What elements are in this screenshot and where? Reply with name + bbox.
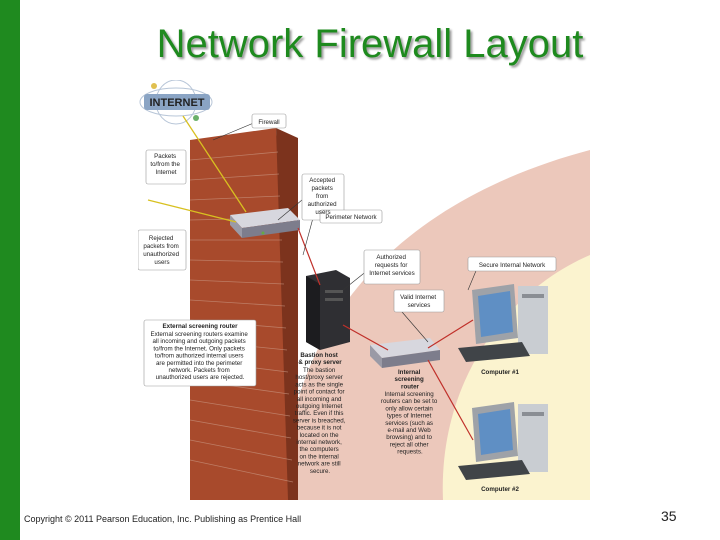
perimeter-callout (319, 209, 383, 224)
internal-router-title: Internal screening router (395, 369, 426, 390)
packets-callout (145, 149, 187, 185)
slide-title: Network Firewall Layout (156, 22, 584, 66)
computer-2-label: Computer #2 (481, 486, 519, 493)
left-accent-bar (0, 0, 20, 540)
external-router-title: External screening router (163, 323, 239, 330)
arrow-to-bastion (297, 227, 321, 286)
computer-1-icon (458, 284, 548, 362)
perimeter-network-label: Perimeter Network (325, 214, 377, 221)
internet-label: INTERNET (150, 97, 205, 109)
firewall-callout (251, 113, 287, 129)
external-router-callout (143, 319, 257, 387)
valid-callout (393, 289, 445, 313)
computer-1-label: Computer #1 (481, 369, 519, 376)
authorized-callout (363, 249, 421, 285)
secure-internal-label: Secure Internal Network (479, 262, 546, 269)
bastion-desc: The bastion host/proxy server acts as th… (293, 367, 347, 475)
brick-wall (189, 128, 298, 500)
leader-perimeter (302, 217, 314, 256)
authorized-label: Authorized requests for Internet service… (369, 254, 414, 277)
secure-callout (467, 256, 557, 272)
bastion-title: Bastion host & proxy server (298, 352, 342, 366)
arrow-internet-to-router (182, 115, 247, 213)
firewall-label: Firewall (258, 119, 279, 126)
accepted-label: Accepted packets from authorized users (308, 177, 339, 216)
page-number: 35 (661, 508, 677, 524)
copyright-footer: Copyright © 2011 Pearson Education, Inc.… (24, 514, 302, 524)
internal-router-desc: Internal screening routers can be set to… (381, 391, 439, 456)
arrow-router-to-pc2 (427, 359, 474, 441)
internal-router-icon (370, 338, 440, 368)
external-router-desc: External screening routers examine all i… (150, 331, 249, 381)
rejected-label: Rejected packets from unauthorized users (143, 235, 181, 266)
arrow-bastion-to-router (342, 324, 389, 351)
internet-globe-icon (139, 80, 213, 125)
packets-label: Packets to/from the Internet (150, 153, 181, 176)
arrow-router-to-pc1 (427, 319, 474, 349)
computer-2-icon (458, 402, 548, 480)
bastion-host-icon (306, 270, 350, 350)
arrow-router-rejected (147, 199, 237, 223)
firewall-diagram: INTERNET (138, 80, 590, 500)
rejected-callout (138, 229, 187, 271)
leader-firewall (212, 121, 257, 141)
valid-services-label: Valid Internet services (400, 294, 438, 309)
